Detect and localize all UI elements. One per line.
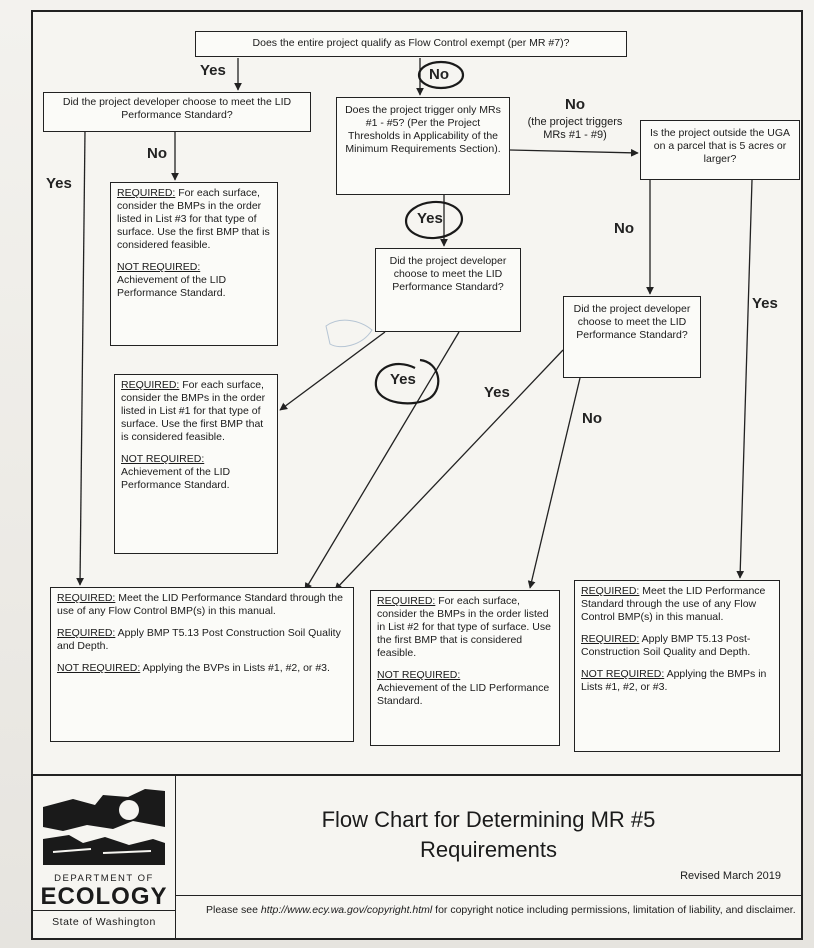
- not-required-label: NOT REQUIRED:: [377, 669, 461, 681]
- not-required-text: Achievement of the LID Performance Stand…: [117, 274, 227, 299]
- decision-developer-lid-left: Did the project developer choose to meet…: [43, 92, 311, 132]
- decision-text: Does the entire project qualify as Flow …: [252, 37, 570, 49]
- page-title: Flow Chart for Determining MR #5 Require…: [176, 805, 801, 865]
- required-label: REQUIRED:: [57, 627, 116, 639]
- required-text: Meet the LID Performance Standard throug…: [57, 592, 343, 617]
- label-no-developer-right: No: [582, 410, 602, 427]
- required-label: REQUIRED:: [377, 595, 436, 607]
- not-required-label: NOT REQUIRED:: [57, 662, 141, 674]
- outcome-lid-standard-left: REQUIRED: Meet the LID Performance Stand…: [50, 587, 354, 742]
- required-label: REQUIRED:: [581, 633, 640, 645]
- revised-date: Revised March 2019: [680, 870, 781, 882]
- footer-cell: Please see http://www.ecy.wa.gov/copyrig…: [176, 896, 801, 938]
- decision-text: Did the project developer choose to meet…: [389, 255, 507, 293]
- required-text: Apply BMP T5.13 Post Construction Soil Q…: [57, 627, 341, 652]
- label-yes-developer-right: Yes: [484, 384, 510, 401]
- decision-text: Does the project trigger only MRs #1 - #…: [345, 104, 501, 155]
- required-text: Apply BMP T5.13 Post-Construction Soil Q…: [581, 633, 751, 658]
- decision-developer-lid-right: Did the project developer choose to meet…: [563, 296, 701, 378]
- decision-developer-lid-mid: Did the project developer choose to meet…: [375, 248, 521, 332]
- footer-suffix: for copyright notice including permissio…: [432, 904, 796, 916]
- footer-prefix: Please see: [206, 904, 261, 916]
- logo-rule: [33, 910, 175, 911]
- decision-outside-uga: Is the project outside the UGA on a parc…: [640, 120, 800, 180]
- required-text: For each surface, consider the BMPs in t…: [121, 379, 266, 443]
- label-yes-developer-left: Yes: [46, 175, 72, 192]
- outcome-list3: REQUIRED: For each surface, consider the…: [110, 182, 278, 346]
- outcome-lid-standard-right: REQUIRED: Meet the LID Performance Stand…: [574, 580, 780, 752]
- label-yes-triggers: Yes: [417, 210, 443, 227]
- ecology-logo-block: DEPARTMENT OF ECOLOGY State of Washingto…: [33, 775, 176, 938]
- triggers-note: (the project triggers MRs #1 - #9): [527, 116, 623, 141]
- label-no-developer-left: No: [147, 145, 167, 162]
- dept-line: DEPARTMENT OF: [54, 873, 154, 884]
- label-no-uga: No: [614, 220, 634, 237]
- ecology-logo-icon: [43, 787, 165, 865]
- not-required-label: NOT REQUIRED:: [121, 453, 205, 465]
- label-yes-developer-mid: Yes: [390, 371, 416, 388]
- not-required-text: Applying the BMPs in Lists #1, #2, or #3…: [581, 668, 767, 693]
- decision-flow-control-exempt: Does the entire project qualify as Flow …: [195, 31, 627, 57]
- title-line-2: Requirements: [420, 837, 557, 862]
- required-label: REQUIRED:: [117, 187, 176, 199]
- not-required-label: NOT REQUIRED:: [117, 261, 201, 273]
- label-yes-uga: Yes: [752, 295, 778, 312]
- outcome-list1: REQUIRED: For each surface, consider the…: [114, 374, 278, 554]
- required-label: REQUIRED:: [581, 585, 640, 597]
- not-required-text: Achievement of the LID Performance Stand…: [377, 682, 550, 707]
- label-no-exempt: No: [429, 66, 449, 83]
- required-text: Meet the LID Performance Standard throug…: [581, 585, 766, 623]
- not-required-text: Applying the BVPs in Lists #1, #2, or #3…: [140, 662, 330, 674]
- decision-triggers-mr1-5: Does the project trigger only MRs #1 - #…: [336, 97, 510, 195]
- not-required-label: NOT REQUIRED:: [581, 668, 665, 680]
- title-block-rule: [33, 774, 801, 776]
- required-label: REQUIRED:: [121, 379, 180, 391]
- required-text: For each surface, consider the BMPs in t…: [377, 595, 551, 659]
- decision-text: Is the project outside the UGA on a parc…: [649, 127, 791, 165]
- decision-text: Did the project developer choose to meet…: [573, 303, 691, 341]
- required-label: REQUIRED:: [57, 592, 116, 604]
- copyright-notice: Please see http://www.ecy.wa.gov/copyrig…: [206, 904, 796, 917]
- copyright-link[interactable]: http://www.ecy.wa.gov/copyright.html: [260, 904, 433, 916]
- title-line-1: Flow Chart for Determining MR #5: [321, 807, 656, 832]
- not-required-text: Achievement of the LID Performance Stand…: [121, 466, 231, 491]
- label-no-triggers: No: [565, 96, 585, 113]
- state-line: State of Washington: [52, 916, 156, 928]
- ecology-wordmark: ECOLOGY: [40, 883, 168, 910]
- title-cell: Flow Chart for Determining MR #5 Require…: [176, 775, 801, 896]
- decision-text: Did the project developer choose to meet…: [62, 96, 292, 121]
- required-text: For each surface, consider the BMPs in t…: [117, 187, 270, 251]
- outcome-list2: REQUIRED: For each surface, consider the…: [370, 590, 560, 746]
- label-yes-exempt: Yes: [200, 62, 226, 79]
